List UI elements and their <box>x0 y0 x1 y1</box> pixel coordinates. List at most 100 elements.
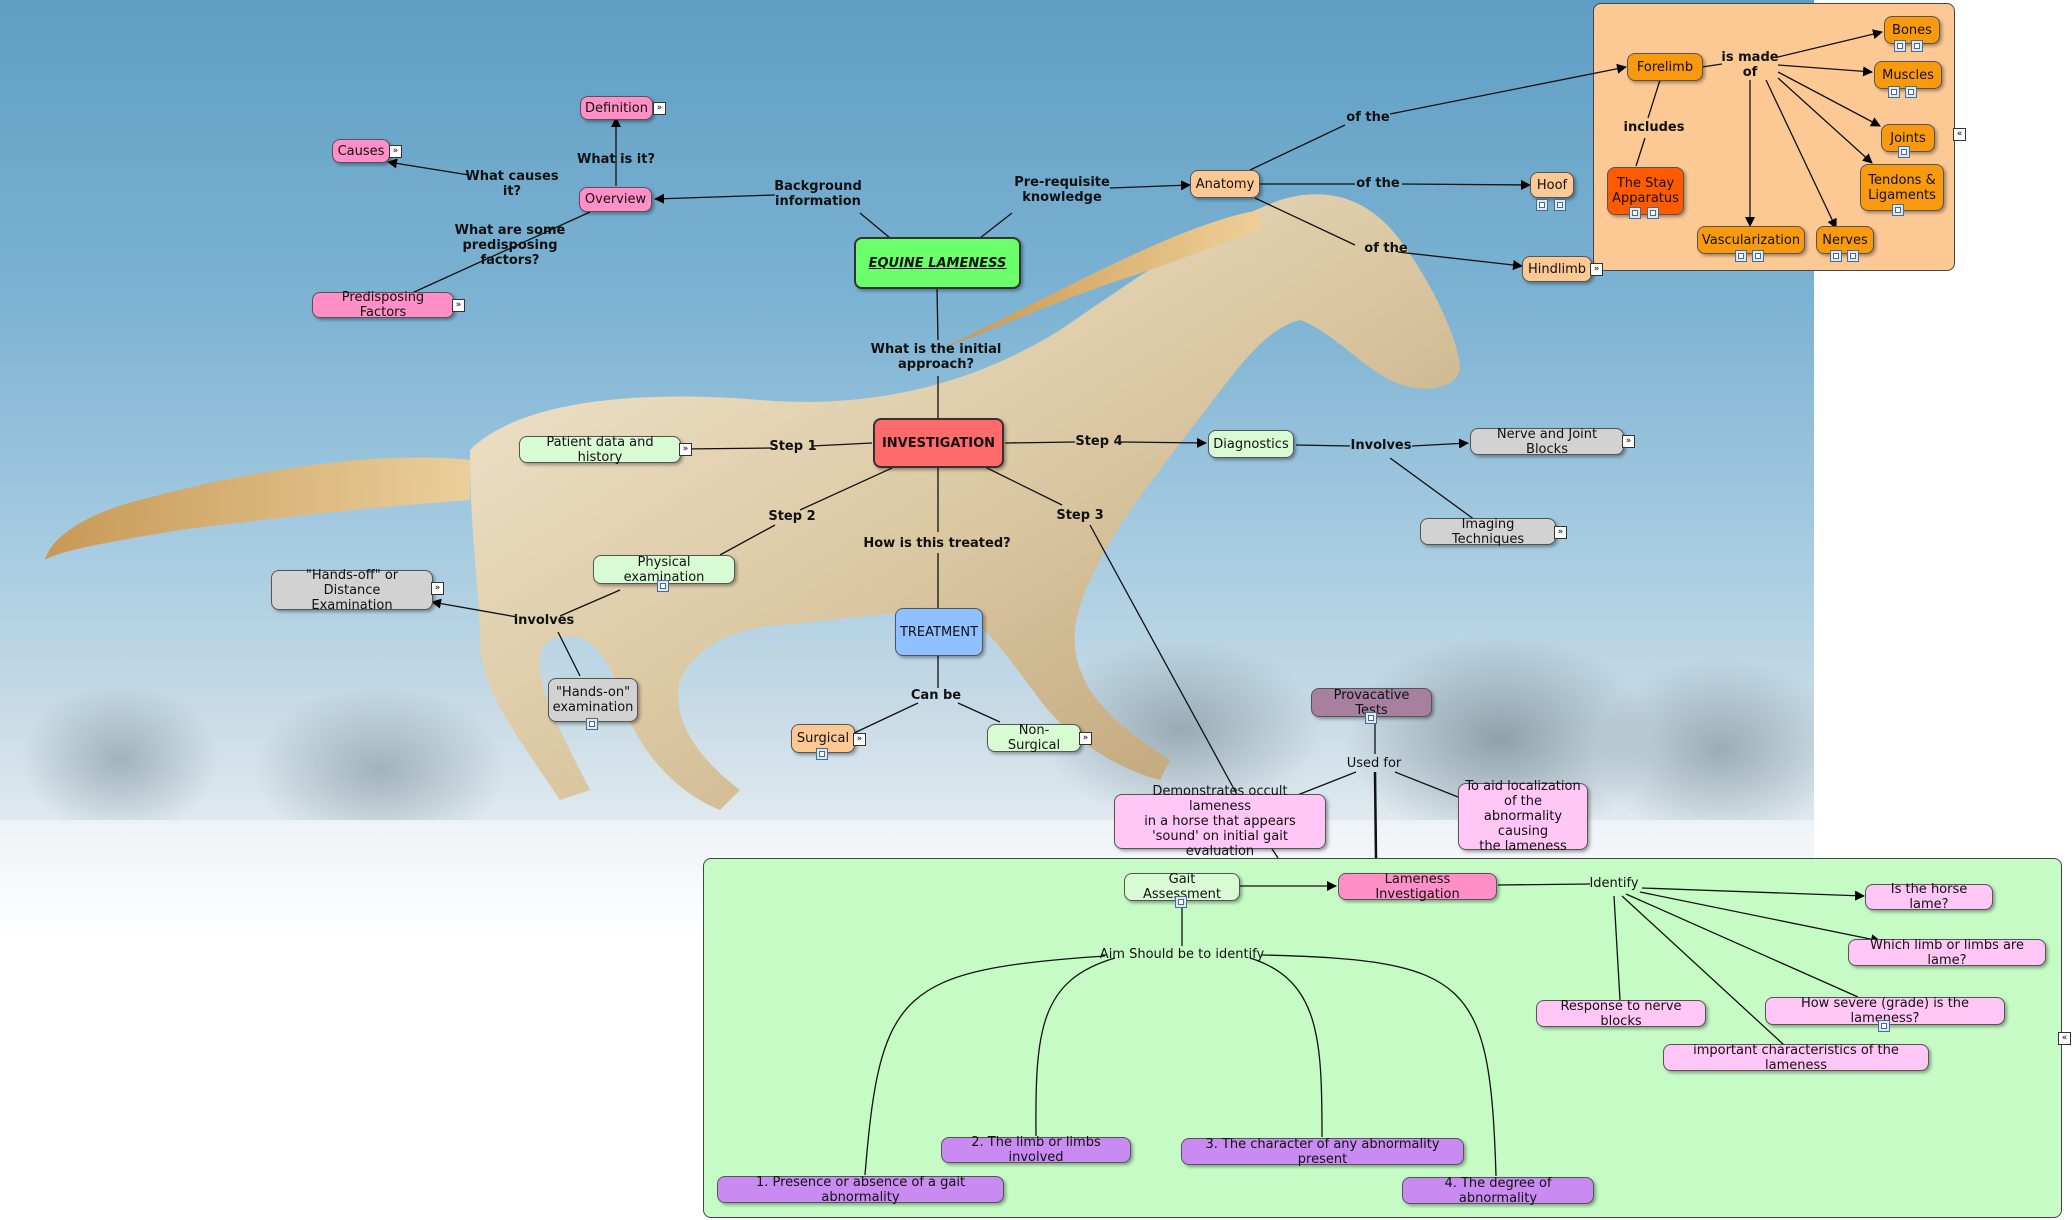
horse-illustration <box>45 194 1460 811</box>
link-label-involves-exam: involves <box>513 613 575 628</box>
document-resource-icon[interactable] <box>816 748 828 760</box>
node-aid-localization[interactable]: To aid localization of the abnormality c… <box>1458 779 1588 854</box>
node-hands-on-exam[interactable]: "Hands-on" examination <box>548 678 638 722</box>
node-aim-4[interactable]: 4. The degree of abnormality <box>1402 1176 1594 1206</box>
document-resource-icon[interactable] <box>586 718 598 730</box>
link-canbe-nonsurgical <box>957 702 1001 723</box>
link-root-approach <box>936 287 939 341</box>
image-resource-icon[interactable] <box>1536 199 1548 211</box>
document-resource-icon[interactable] <box>1647 207 1659 219</box>
node-which-limb-lame[interactable]: Which limb or limbs are lame? <box>1848 938 2046 968</box>
node-muscles[interactable]: Muscles <box>1874 61 1942 89</box>
expand-icon[interactable]: » <box>389 145 402 158</box>
link-usedfor-aid <box>1394 771 1459 798</box>
node-equine-lameness-root[interactable]: EQUINE LAMENESS <box>854 237 1021 289</box>
expand-icon[interactable]: » <box>1079 732 1092 745</box>
link-lameness-identify <box>1497 883 1591 886</box>
node-predisposing-factors[interactable]: Predisposing Factors <box>312 290 454 320</box>
node-response-nerve-blocks[interactable]: Response to nerve blocks <box>1536 999 1706 1029</box>
link-involves-imaging <box>1389 457 1476 521</box>
node-forelimb[interactable]: Forelimb <box>1627 53 1703 81</box>
link-aim-4 <box>1261 954 1497 1177</box>
node-how-severe[interactable]: How severe (grade) is the lameness? <box>1765 996 2005 1026</box>
link-overview-causes <box>387 158 470 176</box>
link-overview-predisposing <box>411 211 591 294</box>
link-label-initial-approach: What is the initial approach? <box>870 342 1002 372</box>
node-lameness-investigation[interactable]: Lameness Investigation <box>1338 872 1497 902</box>
link-identify-whichlimb <box>1639 891 1881 945</box>
link-label-prerequisite: Pre-requisite knowledge <box>1014 175 1110 205</box>
image-resource-icon[interactable] <box>1830 250 1842 262</box>
node-diagnostics[interactable]: Diagnostics <box>1208 430 1294 458</box>
node-imaging-techniques[interactable]: Imaging Techniques <box>1420 517 1556 547</box>
node-nerve-joint-blocks[interactable]: Nerve and Joint Blocks <box>1470 427 1624 457</box>
link-ismadeof-muscles <box>1777 64 1873 77</box>
image-resource-icon[interactable] <box>1878 1020 1890 1032</box>
node-nerves[interactable]: Nerves <box>1816 226 1874 254</box>
node-anatomy[interactable]: Anatomy <box>1190 170 1260 198</box>
image-resource-icon[interactable] <box>1898 146 1910 158</box>
node-tendons-ligaments[interactable]: Tendons & Ligaments <box>1860 164 1944 211</box>
link-anatomy-ofthe1 <box>1249 124 1346 171</box>
node-aim-3[interactable]: 3. The character of any abnormality pres… <box>1181 1137 1464 1167</box>
node-hoof[interactable]: Hoof <box>1530 172 1574 198</box>
expand-icon[interactable]: » <box>653 102 666 115</box>
link-label-aim: Aim Should be to identify <box>1099 947 1265 962</box>
node-aim-1[interactable]: 1. Presence or absence of a gait abnorma… <box>717 1175 1004 1205</box>
expand-icon[interactable]: » <box>853 733 866 746</box>
link-label-is-made-of: is made of <box>1721 50 1779 80</box>
node-aim-2[interactable]: 2. The limb or limbs involved <box>941 1135 1131 1165</box>
document-resource-icon[interactable] <box>1175 896 1187 908</box>
document-resource-icon[interactable] <box>1752 250 1764 262</box>
expand-icon[interactable]: » <box>452 299 465 312</box>
node-vascularization[interactable]: Vascularization <box>1697 226 1805 254</box>
image-resource-icon[interactable] <box>1892 204 1904 216</box>
collapse-icon[interactable]: « <box>2058 1032 2071 1045</box>
document-resource-icon[interactable] <box>1554 199 1566 211</box>
link-identify-nerveresponse <box>1613 895 1621 1001</box>
link-label-can-be: Can be <box>910 688 962 703</box>
document-resource-icon[interactable] <box>1905 86 1917 98</box>
link-aim-1 <box>864 955 1106 1176</box>
node-hindlimb[interactable]: Hindlimb <box>1522 256 1592 282</box>
expand-icon[interactable]: » <box>1554 526 1567 539</box>
node-overview[interactable]: Overview <box>579 187 652 212</box>
node-definition[interactable]: Definition <box>580 96 653 120</box>
image-resource-icon[interactable] <box>1735 250 1747 262</box>
node-non-surgical[interactable]: Non-Surgical <box>987 723 1081 753</box>
image-resource-icon[interactable] <box>1629 207 1641 219</box>
node-patient-data[interactable]: Patient data and history <box>519 435 681 465</box>
image-resource-icon[interactable] <box>1888 86 1900 98</box>
link-forelimb-includes <box>1647 79 1661 119</box>
link-identify-severe <box>1625 893 1859 998</box>
link-investigation-step1 <box>811 442 873 447</box>
node-stay-apparatus[interactable]: The Stay Apparatus <box>1607 167 1684 215</box>
expand-icon[interactable]: » <box>1622 435 1635 448</box>
link-label-step1: Step 1 <box>769 439 817 454</box>
node-investigation[interactable]: INVESTIGATION <box>873 418 1004 468</box>
link-usedfor-demonstrates <box>1294 771 1357 797</box>
link-ismadeof-joints <box>1777 71 1881 127</box>
expand-icon[interactable]: » <box>1590 263 1603 276</box>
node-causes[interactable]: Causes <box>332 139 390 163</box>
image-resource-icon[interactable] <box>1894 40 1906 52</box>
expand-icon[interactable]: » <box>679 443 692 456</box>
link-step4-diagnostics <box>1121 437 1207 448</box>
node-demonstrates-occult[interactable]: Demonstrates occult lameness in a horse … <box>1114 784 1326 859</box>
document-resource-icon[interactable] <box>1365 712 1377 724</box>
document-resource-icon[interactable] <box>1847 250 1859 262</box>
node-important-characteristics[interactable]: important characteristics of the lamenes… <box>1663 1043 1929 1073</box>
link-label-background: Background information <box>774 179 862 209</box>
collapse-icon[interactable]: « <box>1953 128 1966 141</box>
link-ismadeof-tendons <box>1777 77 1873 164</box>
document-resource-icon[interactable] <box>1911 40 1923 52</box>
node-treatment[interactable]: TREATMENT <box>895 608 983 656</box>
node-is-horse-lame[interactable]: Is the horse lame? <box>1865 882 1993 912</box>
node-hands-off-exam[interactable]: "Hands-off" or Distance Examination <box>271 568 433 613</box>
link-label-what-is-it: What is it? <box>576 152 656 167</box>
document-resource-icon[interactable] <box>657 580 669 592</box>
expand-icon[interactable]: » <box>431 582 444 595</box>
link-ofthe1-forelimb <box>1389 63 1627 115</box>
link-involves-handson <box>557 631 581 677</box>
